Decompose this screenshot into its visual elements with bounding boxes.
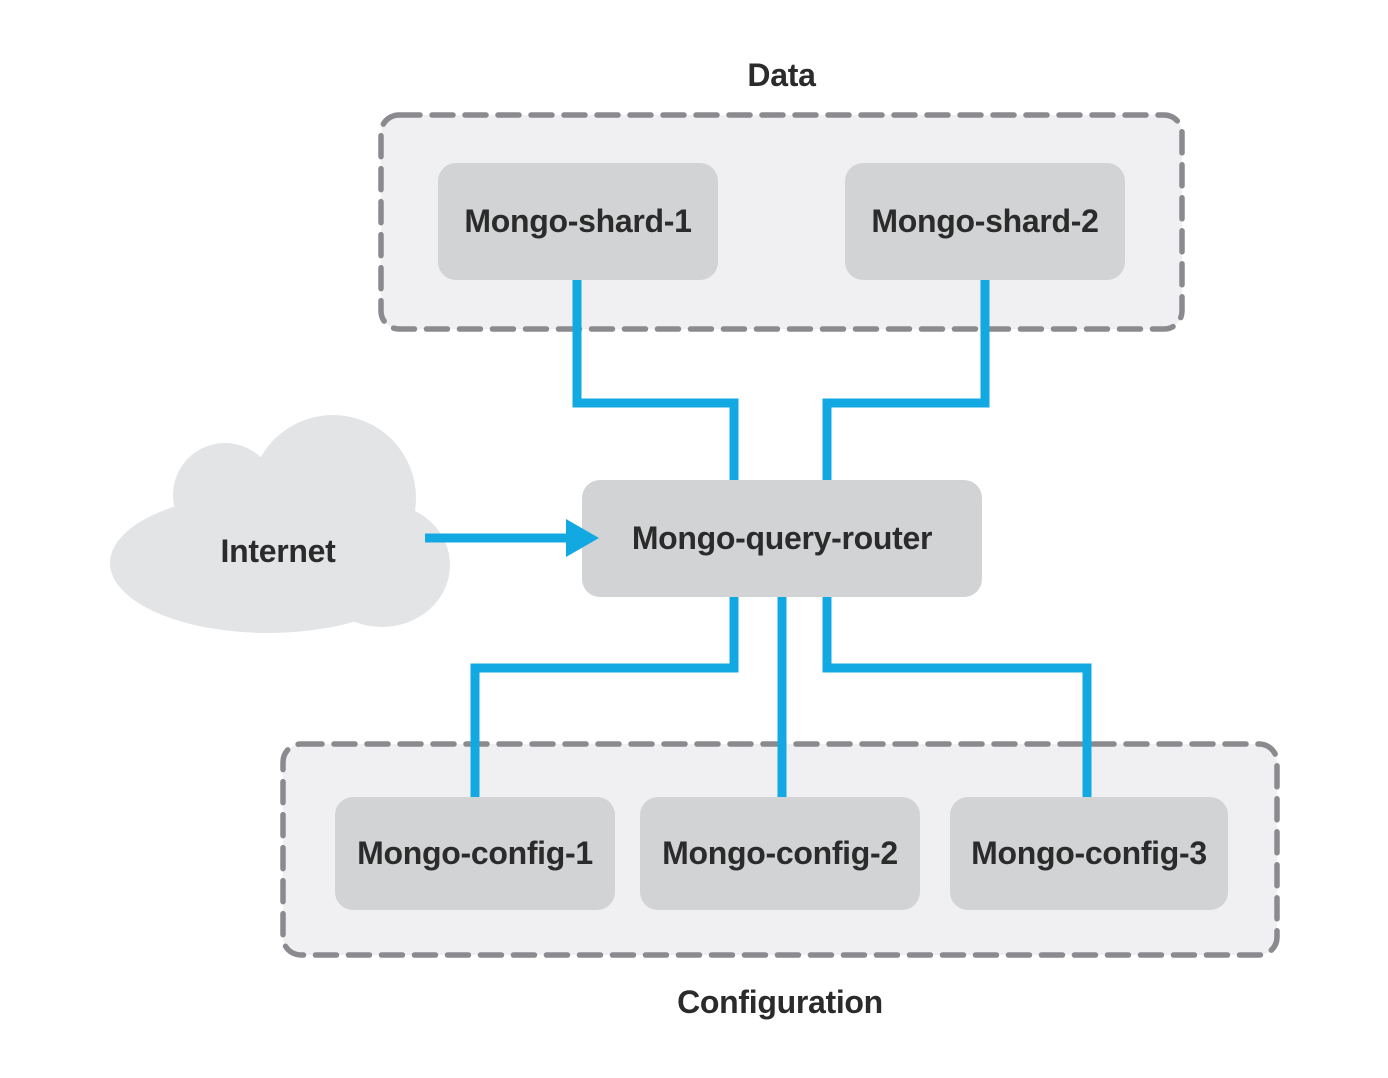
node-mongo-shard-2-label: Mongo-shard-2 (871, 203, 1099, 239)
link-router-config1 (470, 597, 739, 797)
node-mongo-shard-2: Mongo-shard-2 (845, 163, 1125, 280)
node-mongo-config-1-label: Mongo-config-1 (357, 835, 593, 871)
node-mongo-config-3: Mongo-config-3 (950, 797, 1228, 910)
node-mongo-config-2: Mongo-config-2 (640, 797, 920, 910)
link-shard2-router (822, 280, 990, 480)
node-mongo-query-router-label: Mongo-query-router (631, 520, 933, 556)
node-mongo-shard-1: Mongo-shard-1 (438, 163, 718, 280)
data-group-label: Data (747, 57, 816, 93)
node-mongo-config-1: Mongo-config-1 (335, 797, 615, 910)
configuration-group-label: Configuration (677, 984, 883, 1020)
node-mongo-config-2-label: Mongo-config-2 (662, 835, 898, 871)
link-shard1-router (572, 280, 739, 480)
node-mongo-query-router: Mongo-query-router (582, 480, 982, 597)
internet-label: Internet (220, 533, 336, 569)
internet-cloud-icon (110, 415, 450, 633)
internet-arrow (425, 519, 599, 557)
node-mongo-shard-1-label: Mongo-shard-1 (464, 203, 692, 239)
node-mongo-config-3-label: Mongo-config-3 (971, 835, 1207, 871)
link-router-config3 (822, 597, 1092, 797)
